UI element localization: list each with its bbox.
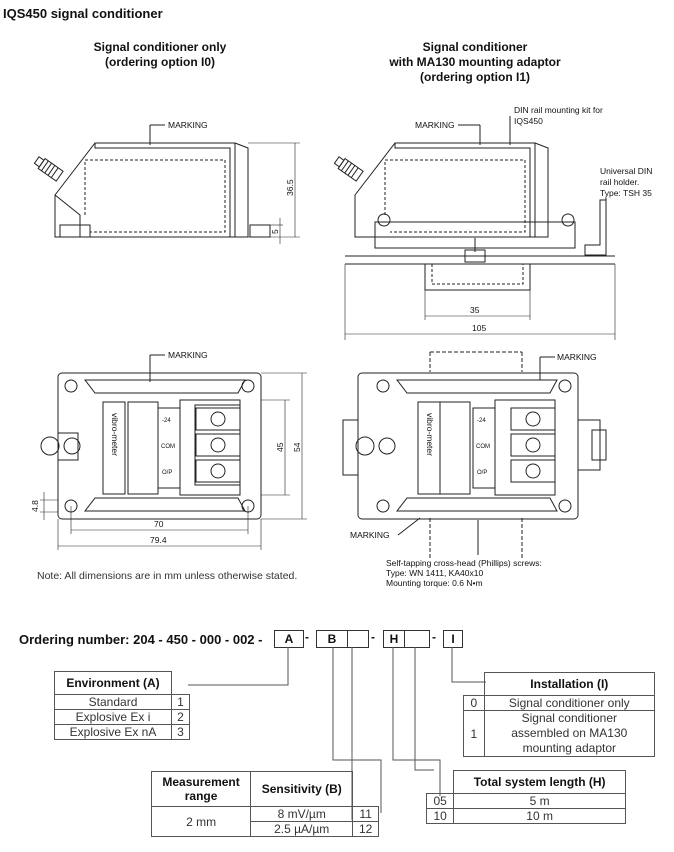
marking-label-2: MARKING — [415, 120, 455, 130]
side-view-right — [333, 116, 616, 340]
inst-label-multi: Signal conditioner assembled on MA130 mo… — [483, 710, 656, 757]
holder-label-3: Type: TSH 35 — [600, 188, 652, 198]
technical-drawing: MARKING 36.5 5 — [30, 105, 652, 588]
page-title: IQS450 signal conditioner — [3, 6, 163, 21]
top-view-left — [40, 354, 307, 550]
length-code: 05 — [425, 793, 455, 809]
term-op-1: O/P — [162, 470, 172, 476]
din-kit-label-2: IQS450 — [514, 116, 543, 126]
inst-label-line: assembled on MA130 — [511, 726, 628, 740]
dim-105: 105 — [472, 323, 486, 333]
env-label: Explosive Ex i — [53, 709, 173, 725]
dim-79-4: 79.4 — [150, 535, 167, 545]
installation-header: Installation (I) — [483, 672, 656, 696]
term-com-1: COM — [161, 444, 175, 450]
measurement-range-header: Measurement range — [150, 771, 252, 807]
inst-label: Signal conditioner only — [483, 695, 656, 711]
environment-header: Environment (A) — [53, 671, 173, 695]
term-com-2: COM — [476, 444, 490, 450]
dim-70: 70 — [154, 519, 164, 529]
table-row: 2 mm 8 mV/µm 11 — [150, 806, 379, 837]
screws-label-1: Self-tapping cross-head (Phillips) screw… — [386, 558, 542, 568]
table-row: 2.5 µA/µm 12 — [152, 821, 379, 837]
sensitivity-header: Sensitivity (B) — [250, 771, 354, 807]
table-row: 1 Signal conditioner assembled on MA130 … — [463, 710, 656, 757]
sensitivity-value: 2.5 µA/µm — [250, 821, 354, 837]
length-value: 5 m — [453, 793, 626, 809]
right-header-line2: with MA130 mounting adaptor — [389, 55, 561, 69]
screws-label-2: Type: WN 1411, KA40x10 — [386, 568, 483, 578]
header-line: range — [184, 789, 218, 803]
env-code: 1 — [171, 694, 190, 710]
marking-label-4: MARKING — [557, 352, 597, 362]
ordering-box-b2 — [346, 630, 369, 648]
ordering-dash-2: - — [371, 630, 375, 644]
top-view-right — [342, 351, 607, 560]
ordering-box-i: I — [443, 630, 463, 648]
ordering-box-a: A — [274, 630, 304, 648]
sensitivity-code: 11 — [352, 806, 379, 822]
sensitivity-table: Measurement range Sensitivity (B) 2 mm 8… — [150, 771, 379, 837]
env-code: 3 — [171, 724, 190, 740]
term-op-2: O/P — [477, 470, 487, 476]
right-header-line3: (ordering option I1) — [420, 70, 530, 84]
marking-label-1: MARKING — [168, 120, 208, 130]
inst-label-line: mounting adaptor — [522, 741, 616, 755]
din-kit-label-1: DIN rail mounting kit for — [514, 105, 603, 115]
length-value: 10 m — [453, 808, 626, 824]
ordering-box-b: B — [316, 630, 348, 648]
dim-4-8: 4.8 — [30, 500, 40, 512]
length-code: 10 — [425, 808, 455, 824]
marking-label-5: MARKING — [350, 530, 390, 540]
right-header-line1: Signal conditioner — [422, 40, 528, 54]
holder-label-1: Universal DIN — [600, 166, 652, 176]
right-view-header: Signal conditioner with MA130 mounting a… — [360, 40, 590, 85]
dim-5: 5 — [270, 229, 280, 234]
term-24-1: -24 — [162, 418, 171, 424]
env-label: Explosive Ex nA — [53, 724, 173, 740]
brand-text-2: vibro-meter — [425, 413, 435, 456]
marking-label-3: MARKING — [168, 350, 208, 360]
left-view-header: Signal conditioner only (ordering option… — [60, 40, 260, 70]
ordering-box-h: H — [383, 630, 405, 648]
inst-code: 0 — [463, 695, 485, 711]
dim-45: 45 — [275, 442, 285, 452]
dimensions-note: Note: All dimensions are in mm unless ot… — [37, 570, 298, 582]
left-header-line1: Signal conditioner only — [93, 40, 227, 54]
env-label: Standard — [53, 694, 173, 710]
ordering-dash-1: - — [305, 630, 309, 644]
sensitivity-value: 8 mV/µm — [250, 806, 354, 822]
inst-label-line: Signal conditioner — [521, 711, 617, 725]
holder-label-2: rail holder. — [600, 177, 639, 187]
screws-label-3: Mounting torque: 0.6 N•m — [386, 578, 483, 588]
inst-code: 1 — [463, 710, 485, 757]
env-code: 2 — [171, 709, 190, 725]
side-view-left — [33, 124, 300, 244]
dim-36-5: 36.5 — [285, 179, 295, 196]
ordering-box-h2 — [403, 630, 430, 648]
sensitivity-code: 12 — [352, 821, 379, 837]
system-length-header: Total system length (H) — [453, 770, 626, 794]
ordering-dash-3: - — [432, 630, 436, 644]
ordering-number-label: Ordering number: 204 - 450 - 000 - 002 - — [19, 632, 263, 647]
dim-35: 35 — [470, 305, 480, 315]
brand-text-1: vibro-meter — [110, 413, 120, 456]
term-24-2: -24 — [477, 418, 486, 424]
range-value: 2 mm — [150, 806, 252, 837]
header-line: Measurement — [162, 775, 240, 789]
left-header-line2: (ordering option I0) — [105, 55, 215, 69]
dim-54: 54 — [292, 442, 302, 452]
